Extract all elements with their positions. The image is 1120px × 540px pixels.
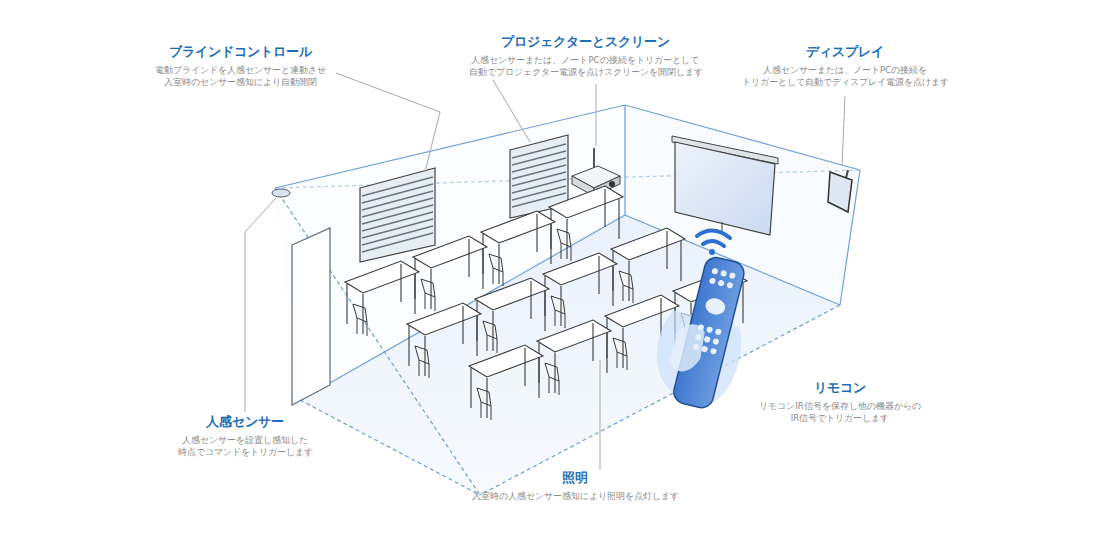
callout-heading: ブラインドコントロール: [169, 44, 312, 60]
callout-body: 入室時の人感センサー感知により照明を点灯します: [472, 490, 679, 502]
callout-heading: 人感センサー: [206, 414, 284, 430]
callout-heading: 照明: [562, 470, 588, 486]
projection-screen: [672, 136, 778, 235]
motion-sensor: [272, 189, 290, 197]
wall-display: [828, 170, 852, 212]
blind: [360, 168, 435, 262]
door: [292, 228, 330, 405]
callout-body: リモコンIR信号を保存し他の機器からの IR信号でトリガーします: [754, 400, 926, 424]
desk-group: [345, 186, 747, 420]
leader-lines: [245, 73, 845, 470]
callout-heading: リモコン: [814, 380, 866, 396]
callout-body: 人感センサーまたは、ノートPCの接続を トリガーとして自動でディスプレイ電源を点…: [739, 64, 951, 88]
callout-body: 人感センサーを設置し感知した 時点でコマンドをトリガーします: [174, 434, 316, 458]
room-outline: [275, 105, 860, 495]
desk: [469, 345, 543, 420]
remote-control: [645, 230, 762, 414]
callout-heading: プロジェクターとスクリーン: [501, 34, 670, 50]
callout-heading: ディスプレイ: [806, 44, 884, 60]
callout-body: 人感センサーまたは、ノートPCの接続をトリガーとして 自動でプロジェクター電源を…: [469, 54, 701, 78]
callout-body: 電動ブラインドを人感センサーと連動させ 入室時のセンサー感知により自動開閉: [150, 64, 330, 88]
